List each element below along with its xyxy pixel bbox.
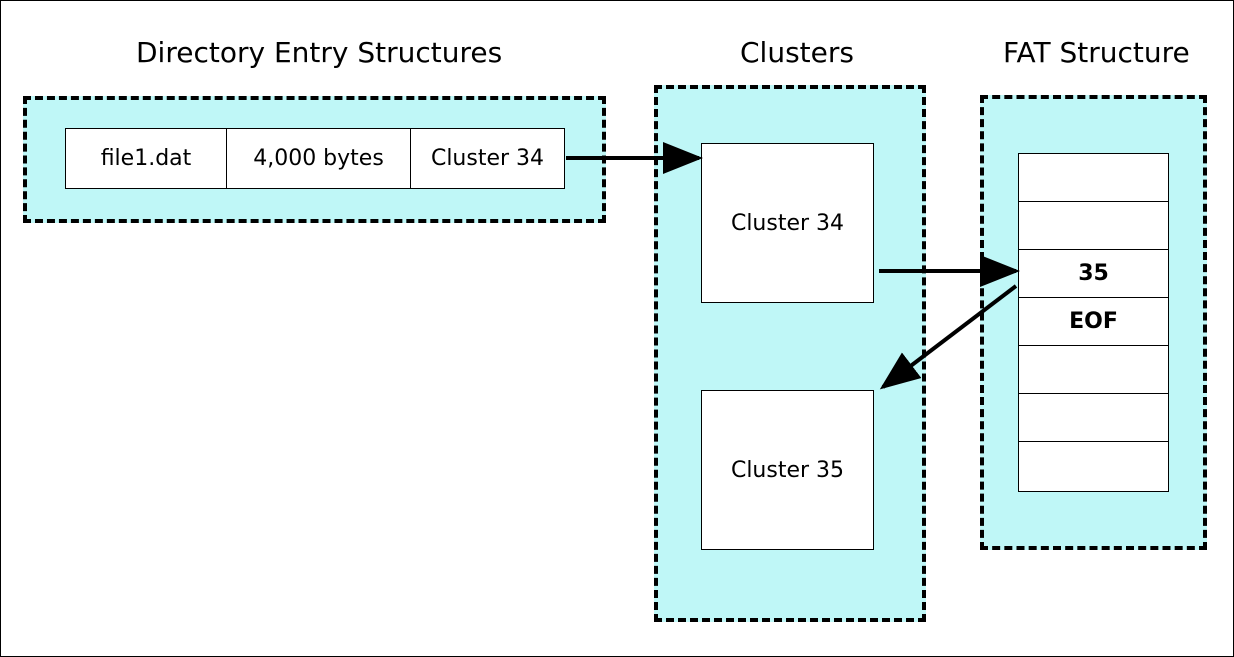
fat-title: FAT Structure [1003,36,1190,69]
fat-row [1019,346,1168,394]
clusters-title: Clusters [740,36,854,69]
arrow-fat-to-cluster35 [879,284,1018,390]
entry-size-cell: 4,000 bytes [226,128,411,189]
fat-row: EOF [1019,298,1168,346]
entry-filename-cell: file1.dat [65,128,227,189]
cluster-box-34: Cluster 34 [701,143,874,303]
cluster-box-35: Cluster 35 [701,390,874,550]
entry-cluster-cell: Cluster 34 [410,128,565,189]
fat-table: 35 EOF [1018,153,1169,492]
fat-row: 35 [1019,250,1168,298]
fat-row [1019,154,1168,202]
directory-title: Directory Entry Structures [136,36,503,69]
fat-row [1019,202,1168,250]
fat-row [1019,394,1168,442]
